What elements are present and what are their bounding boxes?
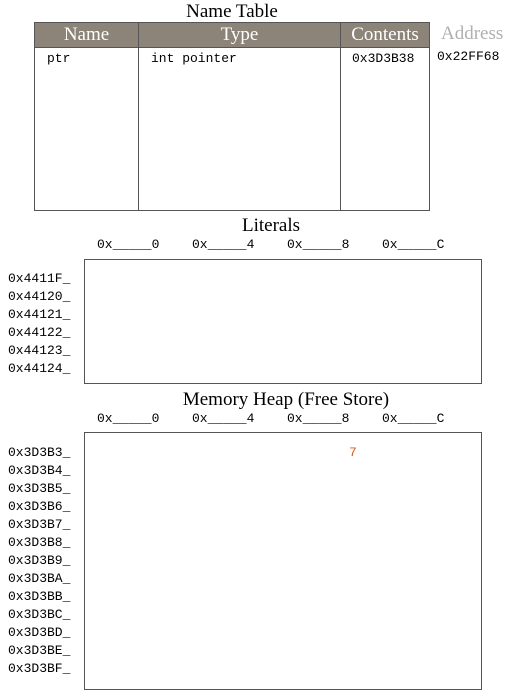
column-divider — [340, 23, 341, 210]
heap-title: Memory Heap (Free Store) — [182, 389, 390, 410]
heap-row-label: 0x3D3B8_ — [8, 535, 71, 550]
contents-column-header: Contents — [341, 23, 429, 47]
heap-row-label: 0x3D3BE_ — [8, 643, 71, 658]
heap-row-label: 0x3D3B4_ — [8, 463, 71, 478]
literals-row-labels: 0x4411F_ 0x44120_ 0x44121_ 0x44122_ 0x44… — [8, 270, 70, 378]
row-type-cell: int pointer — [151, 51, 237, 66]
row-contents-cell: 0x3D3B38 — [352, 51, 415, 66]
heap-col-header-0: 0x_____0 — [97, 411, 160, 426]
heap-col-header-4: 0x_____4 — [192, 411, 255, 426]
address-column-header: Address — [441, 23, 504, 44]
heap-row-label: 0x3D3BB_ — [8, 589, 71, 604]
heap-row-label: 0x3D3BD_ — [8, 625, 71, 640]
type-column-header: Type — [139, 23, 340, 47]
literals-row-label: 0x44124_ — [8, 361, 71, 376]
literals-col-header-c: 0x_____C — [382, 237, 445, 252]
heap-row-label: 0x3D3BC_ — [8, 607, 71, 622]
literals-title: Literals — [241, 215, 301, 236]
literals-row-label: 0x44123_ — [8, 343, 71, 358]
heap-row-label: 0x3D3B5_ — [8, 481, 71, 496]
name-table: Name Type Contents ptr int pointer 0x3D3… — [34, 22, 430, 211]
row-address-cell: 0x22FF68 — [437, 49, 500, 64]
heap-value: 7 — [349, 445, 357, 460]
heap-row-label: 0x3D3B9_ — [8, 553, 71, 568]
literals-row-label: 0x44120_ — [8, 289, 71, 304]
heap-row-label: 0x3D3B6_ — [8, 499, 71, 514]
literals-row-label: 0x4411F_ — [8, 271, 71, 286]
heap-grid — [84, 432, 482, 690]
literals-col-header-0: 0x_____0 — [97, 237, 160, 252]
heap-col-header-8: 0x_____8 — [287, 411, 350, 426]
heap-row-label: 0x3D3B3_ — [8, 445, 71, 460]
heap-row-label: 0x3D3BF_ — [8, 661, 71, 676]
literals-col-header-4: 0x_____4 — [192, 237, 255, 252]
name-column-header: Name — [35, 23, 138, 47]
header-divider — [35, 47, 429, 48]
heap-col-header-c: 0x_____C — [382, 411, 445, 426]
name-table-title: Name Table — [186, 1, 278, 22]
literals-col-header-8: 0x_____8 — [287, 237, 350, 252]
literals-row-label: 0x44122_ — [8, 325, 71, 340]
heap-row-label: 0x3D3BA_ — [8, 571, 71, 586]
heap-row-label: 0x3D3B7_ — [8, 517, 71, 532]
literals-row-label: 0x44121_ — [8, 307, 71, 322]
heap-row-labels: 0x3D3B3_ 0x3D3B4_ 0x3D3B5_ 0x3D3B6_ 0x3D… — [8, 444, 70, 678]
row-name-cell: ptr — [47, 51, 71, 66]
column-divider — [138, 23, 139, 210]
literals-grid — [84, 259, 482, 384]
